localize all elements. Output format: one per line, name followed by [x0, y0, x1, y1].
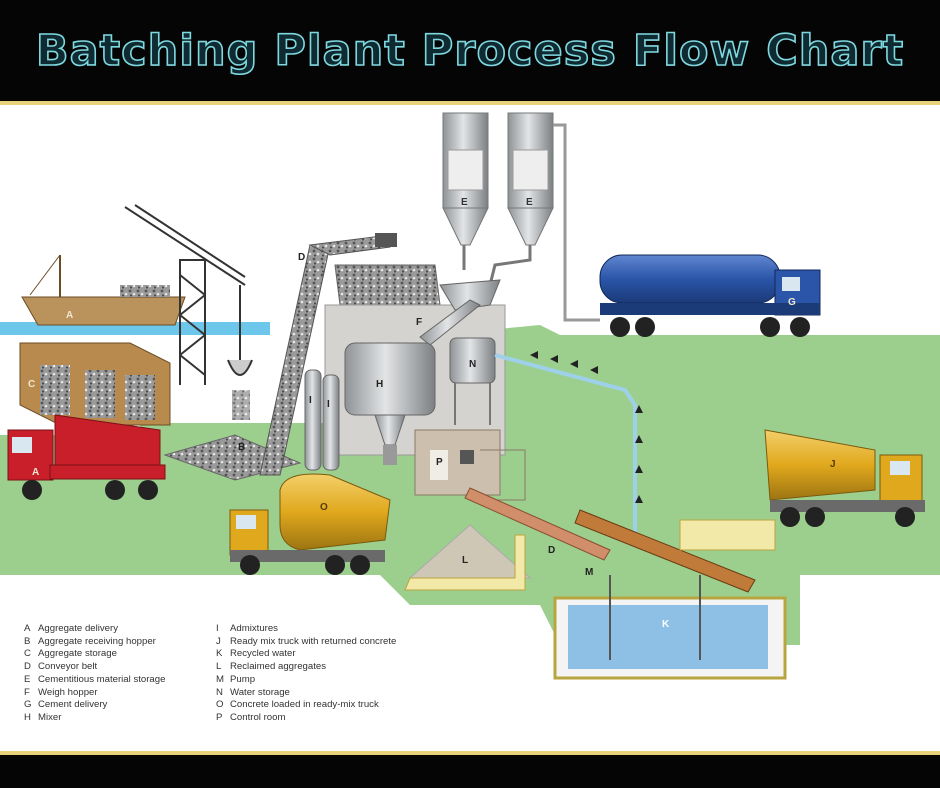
- cement-silos: [442, 112, 600, 322]
- reclaim-tank: [553, 519, 787, 680]
- reclaim-wall: [404, 534, 526, 591]
- label-f: F: [416, 317, 422, 328]
- bottom-divider: [0, 751, 940, 755]
- label-j: J: [830, 459, 836, 470]
- ship: [21, 254, 186, 326]
- label-p: P: [436, 457, 443, 468]
- cement-truck: [599, 254, 821, 337]
- dump-truck: [7, 414, 166, 500]
- label-l: L: [462, 555, 468, 566]
- title-bar: Batching Plant Process Flow Chart: [0, 0, 940, 101]
- aggregate-bin: [334, 264, 441, 306]
- control-box: [375, 233, 397, 247]
- bottom-bar: [0, 755, 940, 788]
- weigh-chute: [419, 299, 481, 346]
- central-mixer: [344, 342, 436, 465]
- reclaimer-conveyor: [464, 487, 611, 561]
- crane: [124, 204, 253, 385]
- label-g: G: [788, 297, 796, 308]
- mixer-truck-o: [229, 473, 391, 575]
- water-storage: [449, 337, 637, 545]
- top-divider: [0, 101, 940, 105]
- label-i-2: I: [327, 399, 330, 410]
- label-e-2: E: [526, 197, 533, 208]
- label-k: K: [662, 619, 670, 630]
- label-c: C: [28, 379, 35, 390]
- mixer-truck-j: [764, 429, 925, 527]
- label-o: O: [320, 502, 328, 513]
- label-a-ship: A: [66, 310, 73, 321]
- weigh-hopper: [439, 279, 501, 311]
- label-i-1: I: [309, 395, 312, 406]
- inclined-conveyor: [259, 234, 391, 476]
- process-illustration: A A C G J O B D D F H I I L N P M E: [0, 112, 940, 680]
- label-b: B: [238, 442, 245, 453]
- return-arrows: [530, 351, 643, 503]
- admixture-tanks: [304, 369, 340, 471]
- label-m: M: [585, 567, 593, 578]
- label-e-1: E: [461, 197, 468, 208]
- screw-conveyor: [574, 509, 756, 593]
- label-n: N: [469, 359, 476, 370]
- label-h: H: [376, 379, 383, 390]
- page-title: Batching Plant Process Flow Chart: [35, 25, 905, 77]
- crane-drop: [232, 390, 250, 420]
- aggregate-storage: [19, 342, 171, 426]
- label-d-top: D: [298, 252, 305, 263]
- label-d-bottom: D: [548, 545, 555, 556]
- diagram-panel: A A C G J O B D D F H I I L N P M E: [0, 105, 940, 751]
- label-a-truck: A: [32, 467, 39, 478]
- control-room: [414, 429, 526, 501]
